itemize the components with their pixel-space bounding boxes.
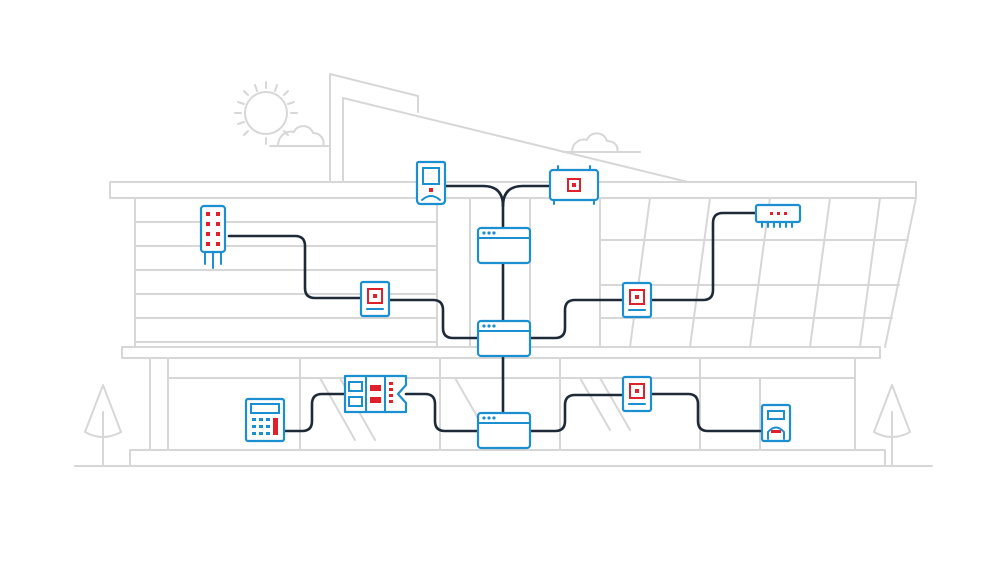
- wire-panel-hub-bottom: [404, 392, 480, 433]
- wire-hub-mid-sensor-right: [527, 298, 625, 340]
- wire-sensor-right-switch: [649, 211, 758, 302]
- air-unit-icon[interactable]: [548, 165, 600, 205]
- wire-sensor-low-controller: [649, 392, 762, 433]
- network-wires: [227, 184, 762, 433]
- led-bar-icon[interactable]: [199, 204, 227, 269]
- left-wing-siding: [134, 221, 438, 343]
- wall-controller-icon[interactable]: [760, 403, 792, 443]
- sensor-icon[interactable]: [359, 280, 391, 318]
- wire-thermostat-hub-top: [443, 184, 505, 230]
- control-panel-icon[interactable]: [343, 374, 408, 414]
- wire-led-bar-sensor-left: [227, 234, 363, 300]
- router-icon[interactable]: [476, 319, 532, 358]
- router-icon[interactable]: [476, 411, 532, 450]
- keypad-icon[interactable]: [244, 397, 286, 443]
- wire-sensor-left-hub-mid: [387, 298, 480, 340]
- sensor-icon[interactable]: [621, 281, 653, 319]
- building-outline: [74, 73, 933, 467]
- wire-keypad-panel: [282, 392, 347, 433]
- cloud-icon: [562, 132, 641, 153]
- tree-icon: [873, 384, 911, 467]
- wire-air-unit-hub-top: [501, 184, 552, 208]
- sun-icon: [234, 81, 298, 145]
- switch-icon[interactable]: [754, 203, 802, 228]
- cloud-icon: [269, 125, 331, 147]
- wire-hub-bottom-sensor-low: [527, 393, 625, 433]
- tree-icon: [84, 384, 122, 467]
- glass-wall-grid: [599, 197, 909, 348]
- thermostat-icon[interactable]: [415, 160, 447, 206]
- router-icon[interactable]: [476, 226, 532, 265]
- sensor-icon[interactable]: [621, 375, 653, 413]
